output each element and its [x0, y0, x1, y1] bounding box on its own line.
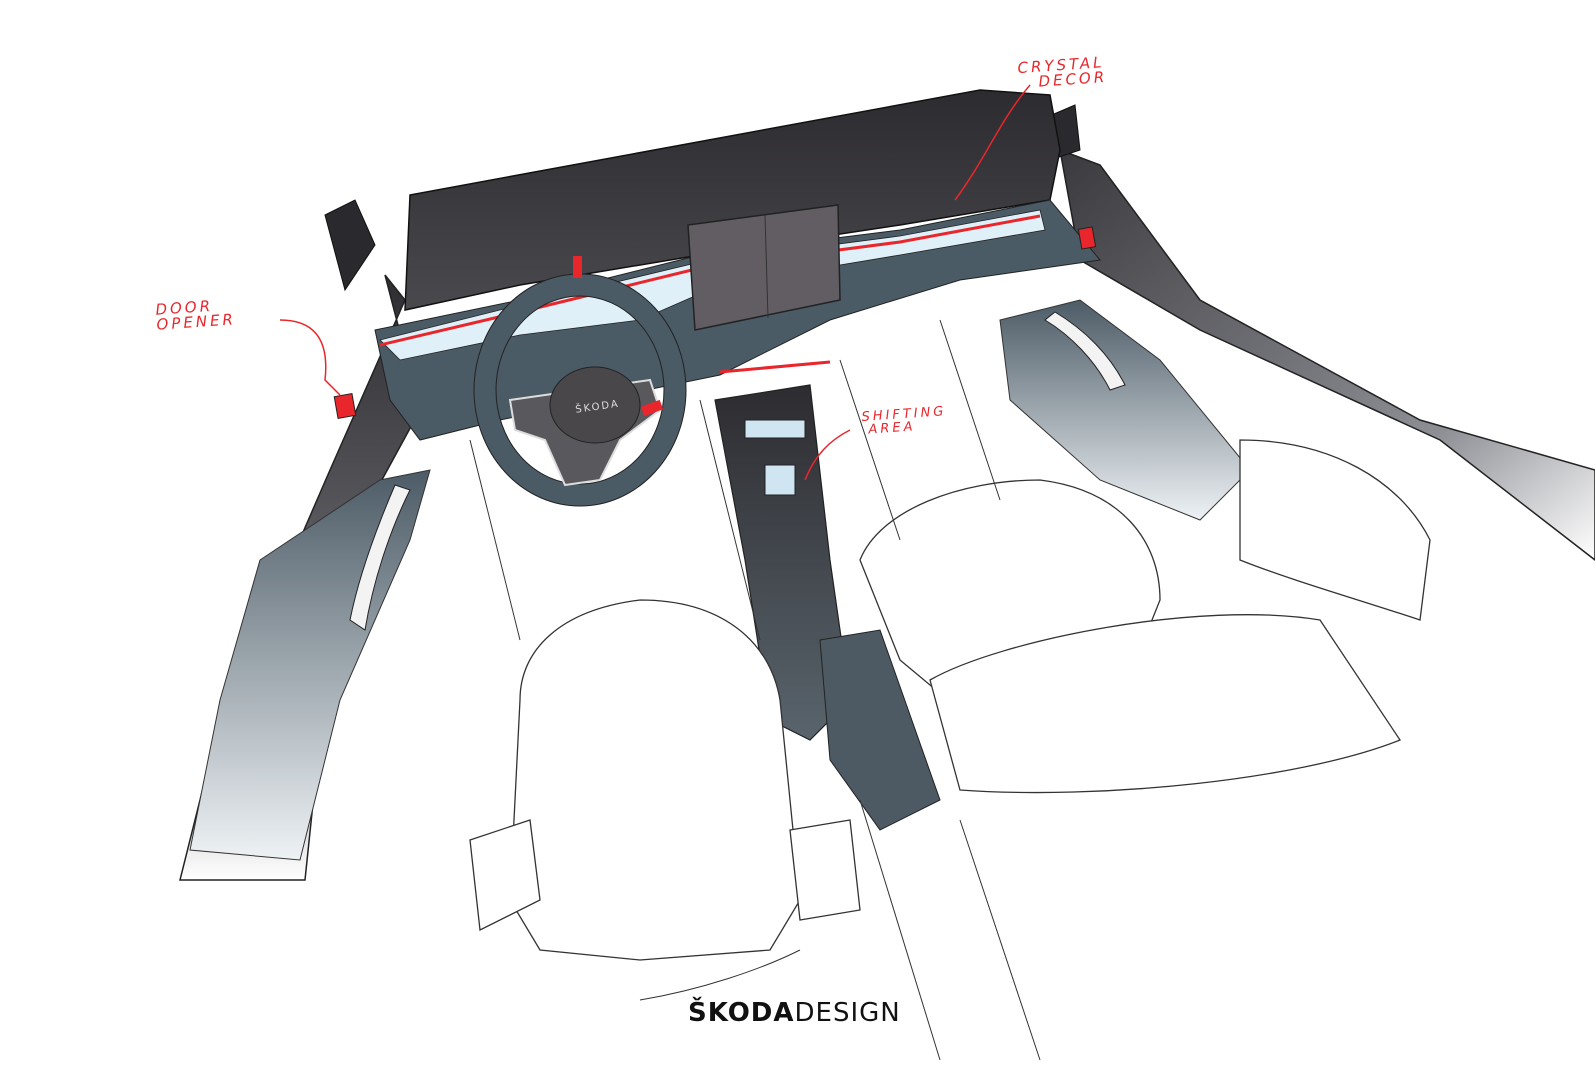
annotation-door-opener: DOOR OPENER [155, 297, 237, 334]
logo-brand: ŠKODA [688, 998, 795, 1028]
steering-wheel: ŠKODA [473, 256, 687, 507]
logo-design: DESIGN [794, 998, 901, 1028]
skoda-design-logo: ŠKODADESIGN [688, 998, 901, 1028]
annotation-crystal-decor: CRYSTAL DECOR [1017, 53, 1108, 91]
